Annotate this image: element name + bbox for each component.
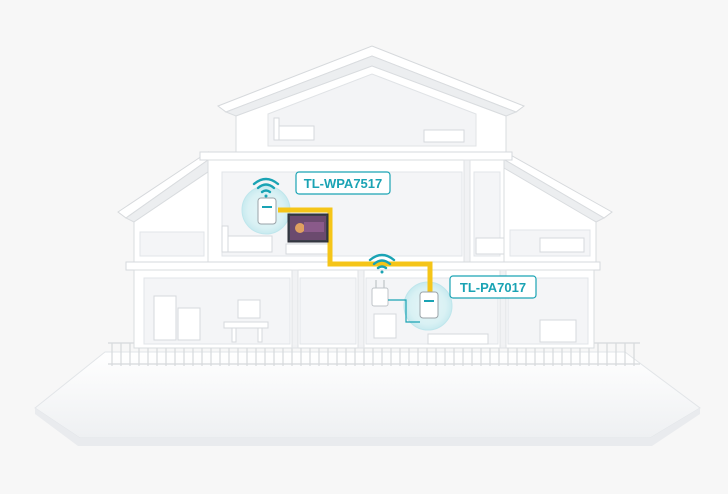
router-device: [371, 280, 420, 323]
extender-callout: TL-WPA7517: [295, 171, 391, 195]
adapter-callout: TL-PA7017: [449, 275, 537, 299]
powerline-connection: [278, 207, 433, 294]
attic-floor: [235, 65, 507, 153]
extender-device: [257, 197, 277, 225]
wifi-icon: [368, 253, 396, 274]
wifi-icon: [252, 177, 280, 198]
left-extension-upper: [133, 171, 209, 263]
tv-screen: [287, 213, 329, 243]
adapter-model-label: TL-PA7017: [460, 280, 526, 295]
ground-platform: [34, 351, 701, 446]
right-extension-upper: [503, 167, 597, 263]
adapter-device: [419, 291, 439, 319]
extender-model-label: TL-WPA7517: [304, 176, 383, 191]
